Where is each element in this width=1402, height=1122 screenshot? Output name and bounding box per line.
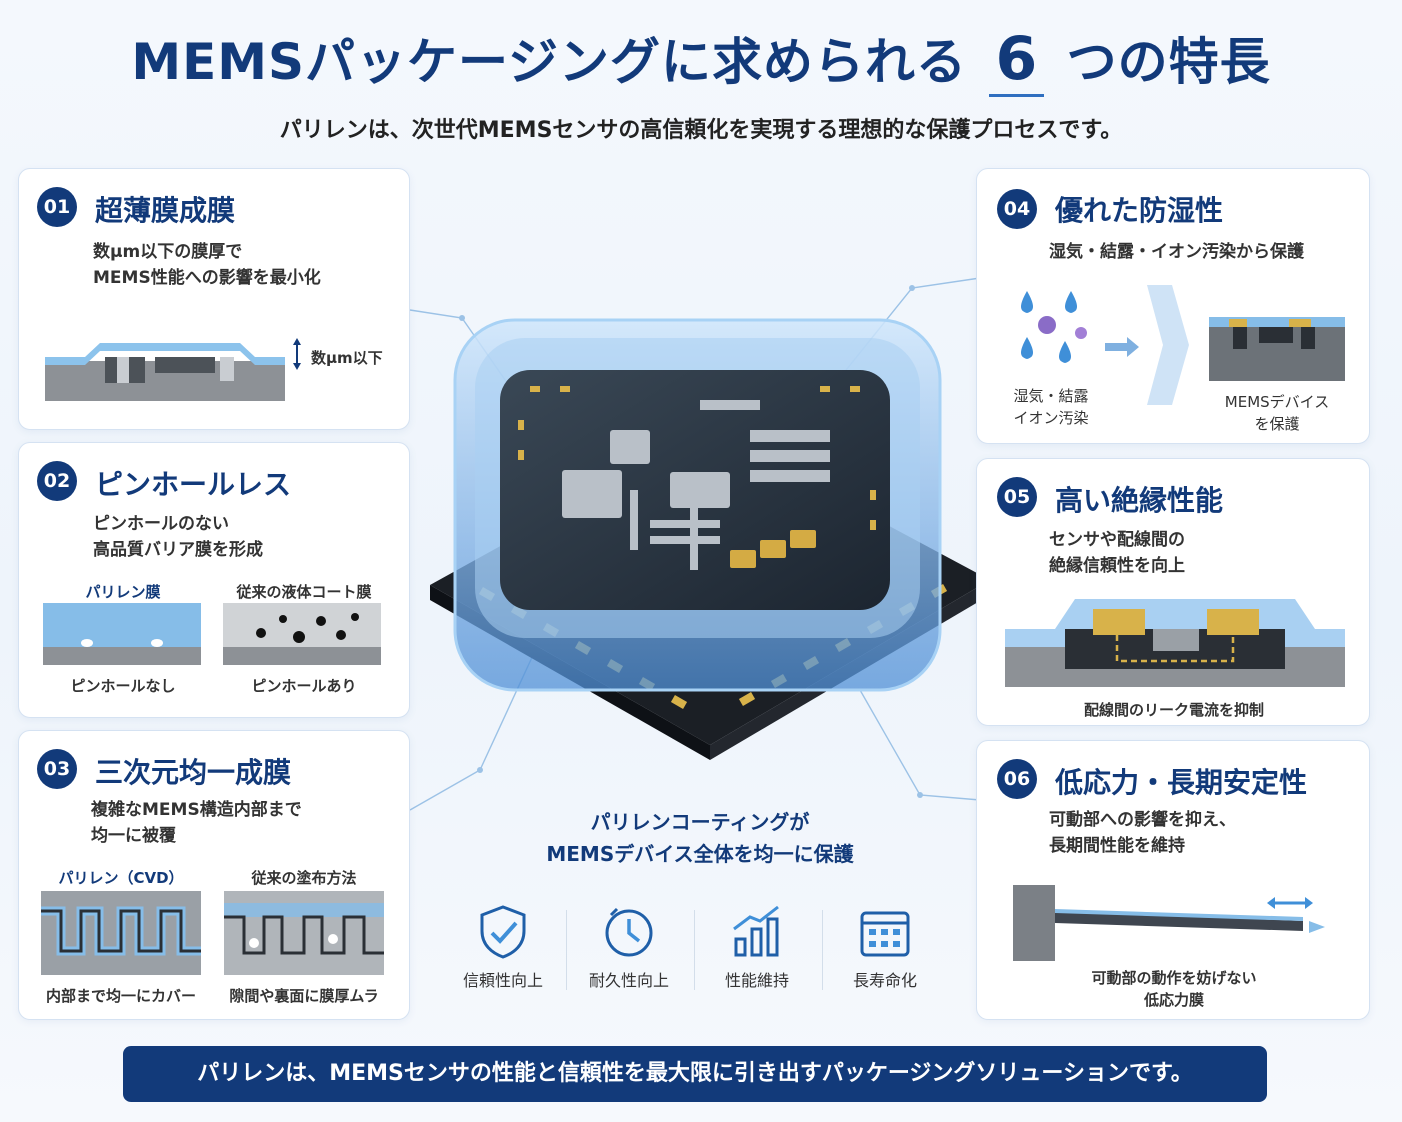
protect-label-line2: を保護: [1254, 415, 1300, 433]
pinhole-comparison-diagram: [43, 603, 381, 665]
feature-desc-line1: 湿気・結露・イオン汚染から保護: [1049, 242, 1304, 262]
feature-desc-line1: 複雑なMEMS構造内部まで: [91, 800, 302, 820]
center-caption: パリレンコーティングが MEMSデバイス全体を均一に保護: [470, 806, 930, 870]
feature-desc-line2: 均一に被覆: [91, 826, 176, 846]
benefit-label: 長寿命化: [852, 971, 917, 990]
thin-film-diagram: [45, 338, 301, 401]
protect-label-line1: MEMSデバイス: [1224, 393, 1330, 411]
benefit-label: 耐久性向上: [588, 971, 669, 990]
feature-desc-line2: MEMS性能への影響を最小化: [93, 268, 321, 288]
feature-title: 低応力・長期安定性: [1055, 766, 1308, 799]
feature-desc-line2: 高品質バリア膜を形成: [93, 540, 263, 560]
feature-desc-line2: 絶縁信頼性を向上: [1049, 556, 1185, 576]
feature-title: 三次元均一成膜: [95, 756, 292, 789]
feature-desc-line1: 数μm以下の膜厚で: [93, 242, 243, 262]
feature-desc-line1: センサや配線間の: [1049, 530, 1185, 550]
parylene-film-label: パリレン膜: [85, 583, 161, 601]
cantilever-caption-line2: 低応力膜: [1143, 991, 1204, 1009]
feature-card-06: 06 低応力・長期安定性 可動部への影響を抑え、 長期間性能を維持 可動部の動作…: [976, 740, 1370, 1020]
feature-title: ピンホールレス: [95, 468, 292, 501]
feature-card-04: 04 優れた防湿性 湿気・結露・イオン汚染から保護 湿気・結露 イオン汚染 ME…: [976, 168, 1370, 444]
no-pinhole-label: ピンホールなし: [70, 677, 176, 695]
feature-number: 05: [997, 477, 1037, 517]
feature-title: 超薄膜成膜: [95, 194, 236, 227]
title-text-after: つの特長: [1066, 33, 1271, 91]
title-text-before: MEMSパッケージングに求められる: [131, 33, 968, 91]
feature-number: 01: [37, 187, 77, 227]
benefit-durability: 耐久性向上: [566, 905, 692, 991]
footer-banner: パリレンは、MEMSセンサの性能と信頼性を最大限に引き出すパッケージングソリュー…: [123, 1046, 1267, 1102]
center-caption-line1: パリレンコーティングが: [590, 810, 810, 834]
feature-number: 06: [997, 759, 1037, 799]
feature-desc-line1: ピンホールのない: [93, 514, 229, 534]
benefit-divider: [566, 910, 567, 990]
feature-card-01: 01 超薄膜成膜 数μm以下の膜厚で MEMS性能への影響を最小化 数μm以下: [18, 168, 410, 430]
uniform-cover-label: 内部まで均一にカバー: [45, 987, 196, 1005]
cantilever-diagram: [1013, 885, 1325, 961]
feature-card-02: 02 ピンホールレス ピンホールのない 高品質バリア膜を形成 パリレン膜 従来の…: [18, 442, 410, 718]
feature-number: 02: [37, 461, 77, 501]
benefit-label: 信頼性向上: [462, 971, 543, 990]
cantilever-caption-line1: 可動部の動作を妨げない: [1091, 969, 1257, 987]
moisture-label-line2: イオン汚染: [1013, 409, 1089, 427]
benefit-label: 性能維持: [724, 971, 789, 990]
cvd-label: パリレン（CVD）: [58, 869, 184, 887]
benefit-divider: [694, 910, 695, 990]
feature-desc-line2: 長期間性能を維持: [1049, 836, 1185, 856]
page-subtitle: パリレンは、次世代MEMSセンサの高信頼化を実現する理想的な保護プロセスです。: [279, 118, 1123, 143]
feature-number: 04: [997, 189, 1037, 229]
liquid-coat-label: 従来の液体コート膜: [236, 583, 372, 601]
thickness-variation-label: 隙間や裏面に膜厚ムラ: [229, 987, 379, 1005]
moisture-protection-diagram: [1021, 285, 1345, 405]
benefit-divider: [822, 910, 823, 990]
insulation-diagram: [1005, 599, 1345, 687]
benefit-performance: 性能維持: [694, 905, 820, 991]
feature-card-03: 03 三次元均一成膜 複雑なMEMS構造内部まで 均一に被覆 パリレン（CVD）…: [18, 730, 410, 1020]
title-number: 6: [989, 24, 1045, 97]
shield-check-icon: [480, 905, 526, 959]
moisture-label-line1: 湿気・結露: [1013, 387, 1089, 405]
thickness-label: 数μm以下: [311, 349, 383, 367]
feature-title: 優れた防湿性: [1055, 194, 1224, 227]
feature-number: 03: [37, 749, 77, 789]
mems-chip-illustration: [430, 318, 990, 760]
pinhole-label: ピンホールあり: [251, 677, 357, 695]
center-caption-line2: MEMSデバイス全体を均一に保護: [546, 842, 854, 866]
benefit-reliability: 信頼性向上: [440, 905, 566, 991]
conformal-coating-diagram: [41, 891, 384, 975]
feature-title: 高い絶縁性能: [1055, 484, 1224, 517]
page-title: MEMSパッケージングに求められる 6 つの特長: [0, 22, 1402, 97]
feature-desc-line1: 可動部への影響を抑え、: [1049, 810, 1236, 830]
leak-current-label: 配線間のリーク電流を抑制: [1083, 701, 1264, 719]
conventional-coat-label: 従来の塗布方法: [251, 869, 357, 887]
benefit-longevity: 長寿命化: [822, 905, 948, 991]
bar-chart-icon: [733, 905, 779, 957]
clock-icon: [605, 907, 653, 957]
calendar-icon: [860, 911, 910, 957]
feature-card-05: 05 高い絶縁性能 センサや配線間の 絶縁信頼性を向上 配線間のリーク電流を抑制: [976, 458, 1370, 726]
